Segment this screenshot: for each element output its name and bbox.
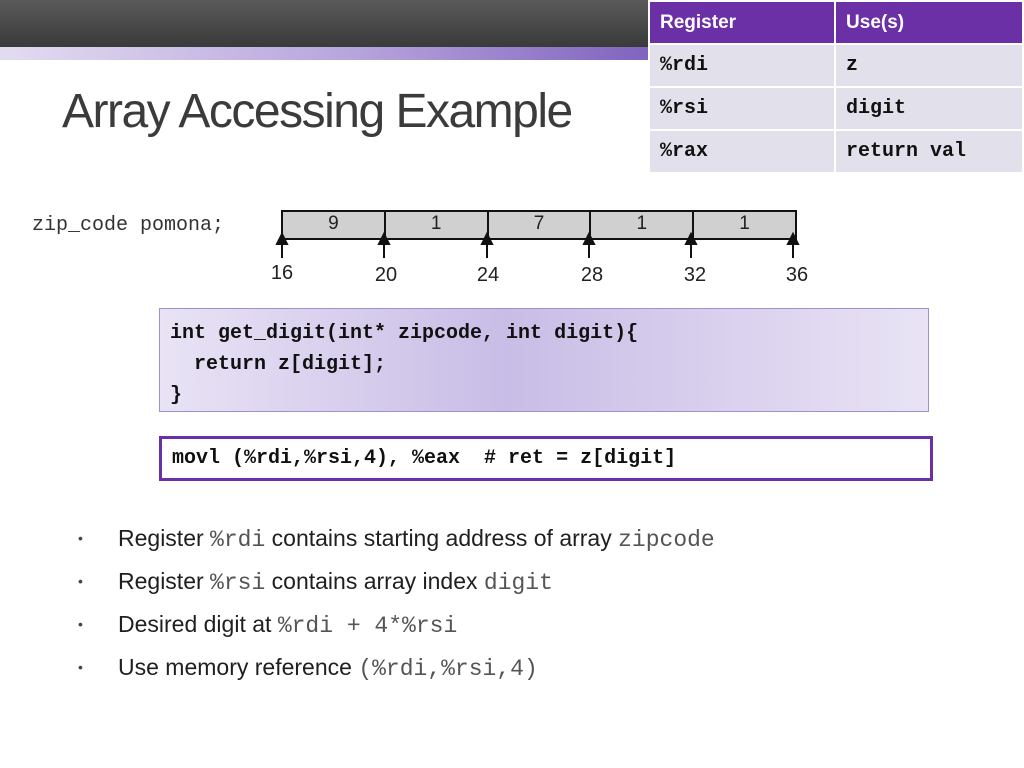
array-cell: 7 <box>489 212 592 238</box>
arrowhead-icon <box>275 231 289 245</box>
list-item: • Register %rdi contains starting addres… <box>78 517 715 560</box>
bullet-icon: • <box>78 530 83 546</box>
address-label: 20 <box>374 264 398 286</box>
array-cell: 1 <box>386 212 489 238</box>
address-arrows <box>275 231 800 258</box>
register-cell: %rsi <box>647 86 837 131</box>
code-line: return z[digit]; <box>170 353 387 376</box>
address-label: 32 <box>683 264 707 286</box>
bullet-icon: • <box>78 573 83 589</box>
bullet-list: • Register %rdi contains starting addres… <box>78 517 715 689</box>
bullet-icon: • <box>78 659 83 675</box>
use-cell: return val <box>834 129 1024 174</box>
array-declaration: zip_code pomona; <box>32 214 225 237</box>
arrowhead-icon <box>582 231 596 245</box>
arrowhead-icon <box>786 231 800 245</box>
inline-code: %rdi <box>210 527 266 553</box>
code-line: } <box>170 384 183 407</box>
arrowhead-icon <box>377 231 391 245</box>
code-line: int get_digit(int* zipcode, int digit){ <box>170 322 639 345</box>
register-table-header-row: Register Use(s) <box>647 0 1024 45</box>
inline-code: %rdi + 4*%rsi <box>277 613 458 639</box>
list-item: • Register %rsi contains array index dig… <box>78 560 715 603</box>
c-code-block: int get_digit(int* zipcode, int digit){ … <box>159 308 929 412</box>
bullet-icon: • <box>78 616 83 632</box>
bullet-text: contains array index <box>265 568 484 594</box>
inline-code: digit <box>483 570 553 596</box>
array-cell: 1 <box>739 213 750 234</box>
array-cell: 1 <box>591 212 695 238</box>
bullet-text: Register <box>118 525 211 551</box>
list-item: • Desired digit at %rdi + 4*%rsi <box>78 603 715 646</box>
inline-code: zipcode <box>618 527 715 553</box>
slide-title: Array Accessing Example <box>62 85 573 138</box>
address-label: 36 <box>785 264 809 286</box>
address-label: 16 <box>270 262 294 284</box>
address-label: 24 <box>476 264 500 286</box>
assembly-code-block: movl (%rdi,%rsi,4), %eax # ret = z[digit… <box>159 436 933 481</box>
address-label: 28 <box>580 264 604 286</box>
header-register: Register <box>647 0 837 45</box>
header-bar <box>0 0 650 47</box>
arrowhead-icon <box>684 231 698 245</box>
table-row: %rax return val <box>647 129 1024 174</box>
register-cell: %rax <box>647 129 837 174</box>
inline-code: %rsi <box>210 570 266 596</box>
inline-code: (%rdi,%rsi,4) <box>358 656 538 682</box>
table-row: %rsi digit <box>647 86 1024 131</box>
register-table: Register Use(s) %rdi z %rsi digit %rax r… <box>647 0 1024 174</box>
bullet-text: Use memory reference <box>118 654 359 680</box>
arrowhead-icon <box>480 231 494 245</box>
register-cell: %rdi <box>647 43 837 88</box>
bullet-text: Desired digit at <box>118 611 278 637</box>
table-row: %rdi z <box>647 43 1024 88</box>
list-item: • Use memory reference (%rdi,%rsi,4) <box>78 646 715 689</box>
bullet-text: contains starting address of array <box>265 525 619 551</box>
bullet-text: Register <box>118 568 211 594</box>
array-cell: 9 <box>283 212 386 238</box>
header-uses: Use(s) <box>834 0 1024 45</box>
use-cell: digit <box>834 86 1024 131</box>
accent-gradient-bar <box>0 47 650 60</box>
use-cell: z <box>834 43 1024 88</box>
array-box: 9 1 7 1 1 <box>281 210 797 240</box>
